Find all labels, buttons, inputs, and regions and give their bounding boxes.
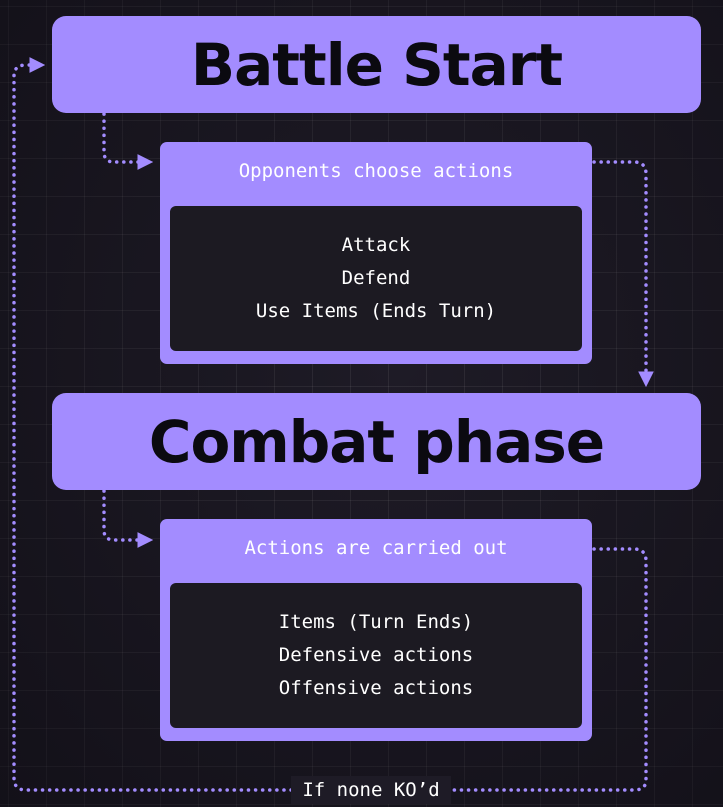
combat-phase-label: Combat phase [148,407,605,476]
action-option: Use Items (Ends Turn) [255,300,497,322]
choose-actions-title: Opponents choose actions [238,160,514,182]
action-option: Attack [341,234,411,256]
combat-phase-box: Combat phase [52,393,701,490]
choose-actions-card: Opponents choose actions Attack Defend U… [160,142,592,364]
execution-step: Offensive actions [278,677,474,699]
action-option: Defend [341,267,411,289]
carried-out-card: Actions are carried out Items (Turn Ends… [160,519,592,741]
connector-combat-to-execute [102,489,154,548]
connector-start-to-choose [102,112,154,170]
execution-step: Items (Turn Ends) [278,611,474,633]
connector-loop-back [12,57,648,792]
choose-actions-list: Attack Defend Use Items (Ends Turn) [170,206,582,351]
connector-choose-to-combat [592,160,654,388]
execution-step: Defensive actions [278,644,474,666]
carried-out-list: Items (Turn Ends) Defensive actions Offe… [170,583,582,728]
carried-out-title: Actions are carried out [244,537,508,559]
battle-start-box: Battle Start [52,16,701,113]
battle-start-label: Battle Start [190,30,563,99]
loop-condition-label: If none KO’d [291,776,451,804]
